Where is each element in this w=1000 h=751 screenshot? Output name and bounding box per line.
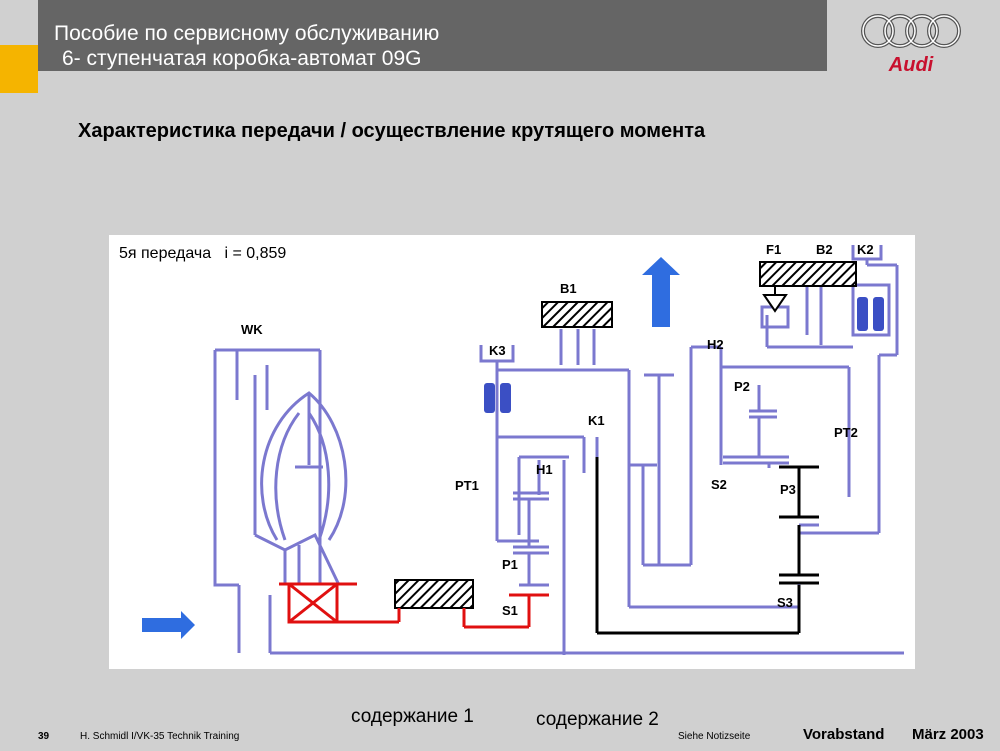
audi-wordmark: Audi <box>888 54 934 76</box>
content-1-link[interactable]: содержание 1 <box>351 706 474 727</box>
footer-status: Vorabstand <box>803 726 885 743</box>
label-s3: S3 <box>777 595 793 610</box>
label-k1: K1 <box>588 413 605 428</box>
label-p2: P2 <box>734 379 750 394</box>
page-number: 39 <box>38 731 50 742</box>
label-p1: P1 <box>502 557 518 572</box>
content-2-link[interactable]: содержание 2 <box>536 709 659 730</box>
slide-title: Характеристика передачи / осуществление … <box>78 120 706 142</box>
label-h2: H2 <box>707 337 724 352</box>
footer-date: März 2003 <box>912 726 984 743</box>
label-s2: S2 <box>711 477 727 492</box>
housing-mount <box>394 579 474 609</box>
label-b2: B2 <box>816 242 833 257</box>
transmission-diagram: 5я передача i = 0,859 <box>109 235 915 669</box>
audi-logo: Audi <box>861 14 961 76</box>
footer-author: H. Schmidl I/VK-35 Technik Training <box>80 731 240 742</box>
gear-ratio-label: 5я передача i = 0,859 <box>119 245 287 262</box>
output-arrow-icon <box>642 257 680 327</box>
brake-b2-f1 <box>759 261 857 287</box>
label-f1: F1 <box>766 242 781 257</box>
label-h1: H1 <box>536 462 553 477</box>
clutch-pack-k3 <box>484 383 511 413</box>
label-pt2: PT2 <box>834 425 858 440</box>
label-s1: S1 <box>502 603 518 618</box>
converter-housing-left <box>213 350 239 587</box>
header-title-line2: 6- ступенчатая коробка-автомат 09G <box>62 47 422 70</box>
brake-b1 <box>541 301 613 328</box>
label-pt1: PT1 <box>455 478 479 493</box>
accent-block <box>0 45 38 93</box>
label-wk: WK <box>241 322 263 337</box>
header-bar <box>38 0 827 71</box>
clutch-pack-k2 <box>857 297 884 331</box>
notes-link[interactable]: Siehe Notizseite <box>678 731 751 742</box>
label-k3: K3 <box>489 343 506 358</box>
header-title-line1: Пособие по сервисному обслуживанию <box>54 22 440 45</box>
power-path-black <box>595 457 819 635</box>
label-p3: P3 <box>780 482 796 497</box>
label-k2: K2 <box>857 242 874 257</box>
power-path-red <box>279 582 549 629</box>
input-arrow-icon <box>142 611 195 639</box>
label-b1: B1 <box>560 281 577 296</box>
